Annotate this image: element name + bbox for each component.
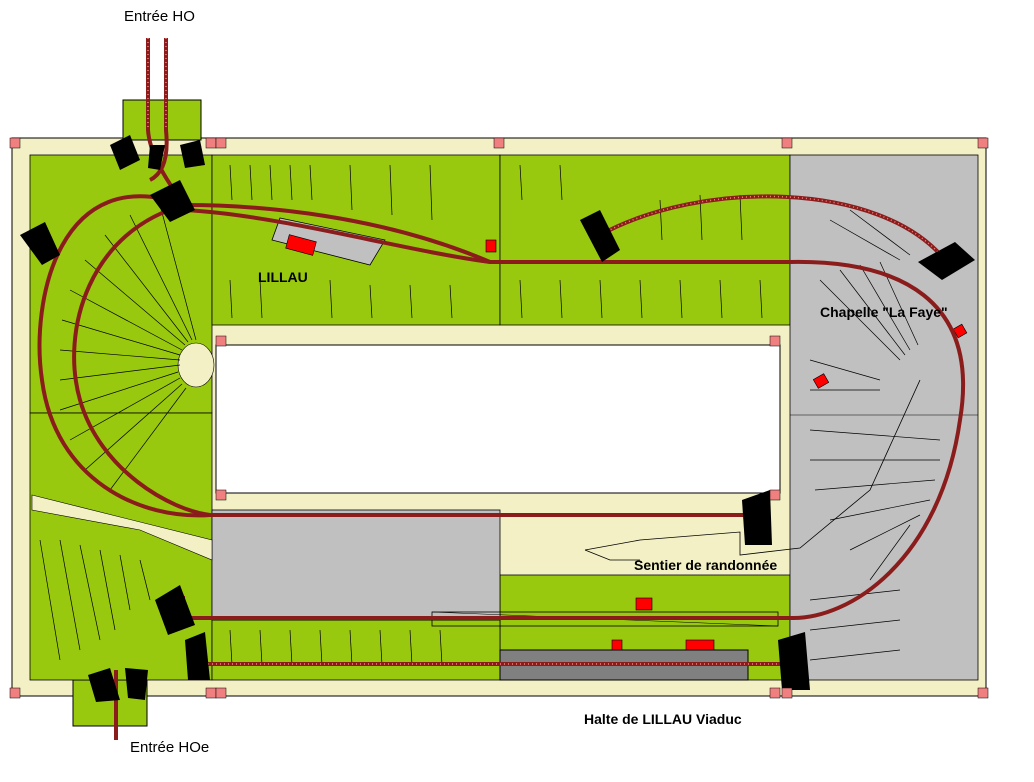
rock-bottom-middle: [211, 509, 501, 621]
tunnel-portal-7: [918, 242, 975, 280]
track-main-loop-left: [37, 194, 211, 518]
track-inner-loop: [72, 203, 211, 517]
halte-building-large: [685, 639, 715, 651]
lillau-small-building: [485, 239, 497, 253]
label-chapelle: Chapelle "La Faye": [820, 304, 948, 320]
tunnel-portal-1: [110, 135, 140, 170]
halte-building-small: [611, 639, 623, 651]
rock-right: [789, 154, 979, 681]
tunnel-portal-6: [580, 210, 620, 262]
slope-hatching: [39, 164, 763, 666]
label-sentier: Sentier de randonnée: [634, 557, 778, 573]
tunnel-portal-10: [185, 632, 210, 680]
track-entry-ho-right: [148, 38, 169, 182]
tunnel-portal-11: [88, 668, 120, 702]
rock-hatching: [809, 209, 941, 661]
tunnel-portals: [20, 135, 975, 702]
clearing: [177, 342, 215, 388]
track-hoe-helix: [599, 194, 947, 262]
sentier-path: [584, 379, 921, 556]
grass-bottom-strip: [211, 619, 501, 681]
label-halte: Halte de LILLAU Viaduc: [584, 711, 742, 727]
track-top-line: [184, 203, 966, 621]
label-entree-ho: Entrée HO: [124, 8, 195, 25]
tunnel-portal-2: [180, 140, 205, 168]
sentier-path-2: [584, 549, 640, 561]
baseboard-extension-top: [122, 99, 202, 141]
corner-markers: [9, 137, 989, 699]
tunnel-portal-8: [742, 490, 772, 545]
footpath-left: [31, 494, 213, 561]
lillau-station-building: [285, 234, 317, 256]
chapelle-building-2: [812, 373, 830, 389]
central-opening: [215, 344, 781, 494]
chapelle-building-1: [952, 323, 968, 339]
tunnel-portal-13: [778, 632, 810, 690]
tunnel-portal-3: [148, 145, 165, 170]
tunnel-portal-12: [125, 668, 148, 700]
label-entree-hoe: Entrée HOe: [130, 739, 210, 756]
label-lillau: LILLAU: [258, 269, 308, 285]
ties: [147, 38, 946, 665]
sentier-building: [635, 597, 653, 611]
tunnel-portal-4: [20, 222, 60, 265]
tunnel-portal-9: [155, 585, 195, 635]
lillau-platform: [271, 217, 386, 266]
tunnel-portal-5: [150, 180, 195, 222]
track-top-siding: [184, 208, 491, 264]
grass-top-right: [499, 154, 791, 326]
